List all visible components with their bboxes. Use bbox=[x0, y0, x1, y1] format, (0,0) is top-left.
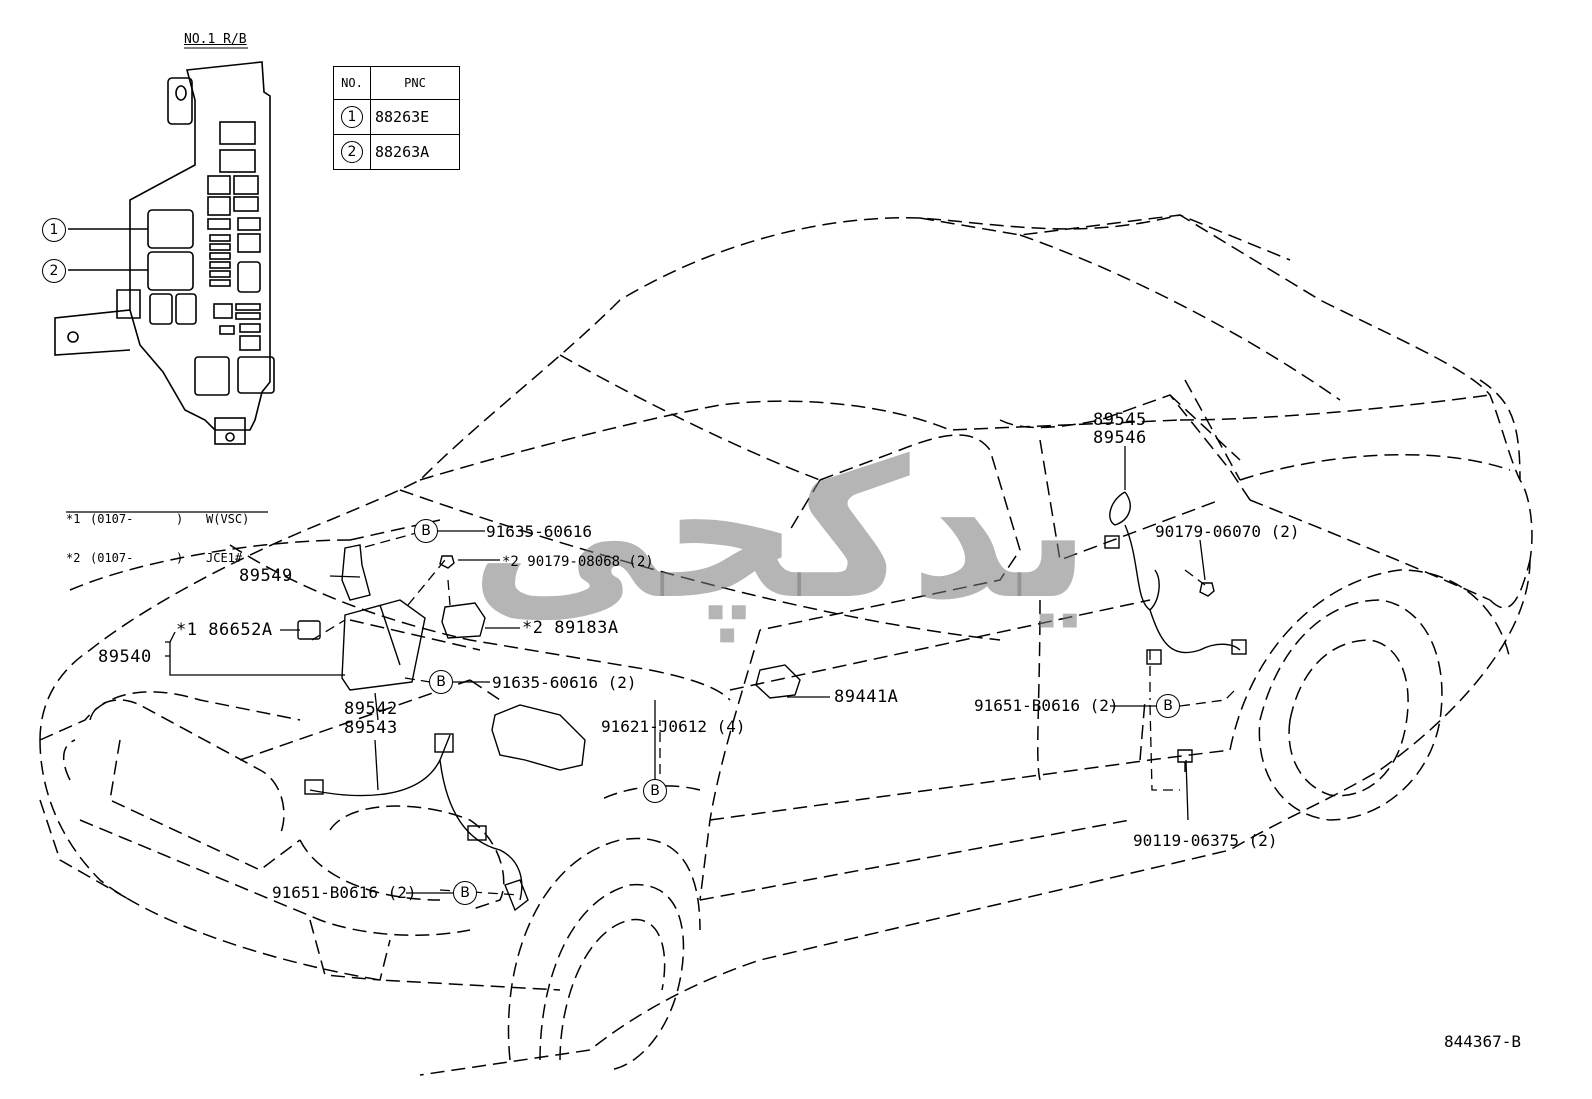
note-range: (0107- bbox=[90, 551, 134, 565]
callout-1: 1 bbox=[42, 218, 66, 242]
bolt-marker: B bbox=[453, 881, 477, 905]
relay-block-drawing bbox=[54, 61, 275, 445]
label-90179-06070: 90179-06070 (2) bbox=[1155, 522, 1300, 541]
bolt-marker: B bbox=[429, 670, 453, 694]
bolt-marker: B bbox=[643, 779, 667, 803]
note-mark: *2 bbox=[66, 551, 81, 565]
applicability-notes: *1 (0107- ) W(VSC) *2 (0107- ) JCE1# bbox=[66, 487, 249, 578]
note-spec: JCE1# bbox=[206, 551, 243, 565]
pnc-header-pnc: PNC bbox=[370, 66, 460, 100]
pnc-row-value: 88263E bbox=[370, 99, 460, 135]
bolt-marker: B bbox=[1156, 694, 1180, 718]
note-row: *1 (0107- ) W(VSC) bbox=[66, 513, 249, 526]
car-body-outline bbox=[39, 214, 1533, 1076]
label-89183A: *2 89183A bbox=[522, 618, 619, 638]
figure-id: 844367-B bbox=[1444, 1032, 1522, 1051]
label-89540: 89540 bbox=[98, 647, 152, 667]
watermark: یدکچی bbox=[470, 420, 1099, 641]
pnc-row-no: 1 bbox=[341, 106, 363, 128]
note-row: *2 (0107- ) JCE1# bbox=[66, 552, 249, 565]
label-89549: 89549 bbox=[239, 566, 293, 586]
label-91651-B0616-front: 91651-B0616 (2) bbox=[272, 883, 417, 902]
pnc-table-row: 1 88263E bbox=[333, 99, 460, 135]
pnc-table: NO. PNC 1 88263E 2 88263A bbox=[333, 66, 460, 170]
label-89441A: 89441A bbox=[834, 687, 899, 707]
label-91635-60616-2: 91635-60616 (2) bbox=[492, 673, 637, 692]
label-91621-J0612: 91621-J0612 (4) bbox=[601, 717, 746, 736]
bolt-marker: B bbox=[414, 519, 438, 543]
note-close: ) bbox=[176, 551, 184, 565]
pnc-row-value: 88263A bbox=[370, 134, 460, 170]
label-90119-06375: 90119-06375 (2) bbox=[1133, 831, 1278, 850]
components bbox=[297, 491, 1247, 912]
note-spec: W(VSC) bbox=[206, 512, 250, 526]
label-89545: 89545 bbox=[1093, 410, 1147, 430]
callout-2: 2 bbox=[42, 259, 66, 283]
label-91635-60616: 91635-60616 bbox=[486, 522, 592, 541]
note-mark: *1 bbox=[66, 512, 81, 526]
label-86652A: *1 86652A bbox=[176, 620, 273, 640]
label-90179-08068: *2 90179-08068 (2) bbox=[502, 554, 654, 570]
pnc-table-header: NO. PNC bbox=[333, 66, 460, 100]
label-91651-B0616-rear: 91651-B0616 (2) bbox=[974, 696, 1119, 715]
label-89546: 89546 bbox=[1093, 428, 1147, 448]
pnc-table-row: 2 88263A bbox=[333, 134, 460, 170]
pnc-row-no: 2 bbox=[341, 141, 363, 163]
note-close: ) bbox=[176, 512, 184, 526]
label-89543: 89543 bbox=[344, 718, 398, 738]
relay-block-header: NO.1 R/B bbox=[184, 32, 247, 47]
label-89542: 89542 bbox=[344, 699, 398, 719]
note-range: (0107- bbox=[90, 512, 134, 526]
pnc-header-no: NO. bbox=[333, 66, 371, 100]
